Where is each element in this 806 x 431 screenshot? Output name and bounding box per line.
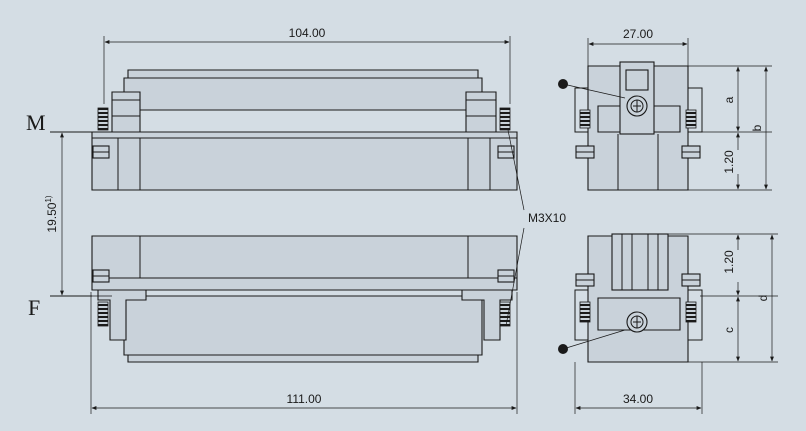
dimension-c-d-bottom: 1.20 c d — [668, 233, 778, 363]
left-screw-bottom — [97, 301, 109, 327]
male-housing-side-view — [558, 61, 703, 191]
left-screw-top — [97, 107, 109, 131]
dim-side-a-label: a — [722, 96, 736, 103]
female-marker: F — [28, 295, 40, 320]
mating-plane-markers: M F — [26, 110, 92, 320]
dim-bottom-width-label: 111.00 — [287, 392, 322, 406]
dimension-111: 111.00 — [90, 292, 518, 414]
female-housing-front-view — [91, 235, 518, 363]
dim-side-top-width-label: 27.00 — [623, 27, 653, 41]
dimension-a-b-top: a b 1.20 — [688, 65, 772, 191]
dimension-34: 34.00 — [574, 362, 703, 414]
male-housing-front-view — [91, 69, 518, 191]
dim-offset-top-label: 1.20 — [722, 150, 736, 174]
dim-side-b-label: b — [750, 124, 764, 131]
dim-side-d-label: d — [756, 295, 770, 302]
dim-vertical-label: 19.501) — [44, 195, 59, 232]
screw-callout-label: M3X10 — [528, 211, 566, 225]
dim-side-bottom-width-label: 34.00 — [623, 392, 653, 406]
male-marker: M — [26, 110, 46, 135]
dimension-27: 27.00 — [587, 27, 689, 66]
female-housing-side-view — [558, 233, 703, 363]
right-screw-bottom — [499, 301, 511, 327]
right-screw-top — [499, 107, 511, 131]
dimension-104: 104.00 — [103, 26, 511, 104]
dimension-19-50: 19.501) — [44, 131, 112, 297]
screw-callout: M3X10 — [505, 129, 566, 327]
dim-side-c-label: c — [722, 327, 736, 333]
dim-top-width-label: 104.00 — [289, 26, 326, 40]
dim-offset-bottom-label: 1.20 — [722, 250, 736, 274]
